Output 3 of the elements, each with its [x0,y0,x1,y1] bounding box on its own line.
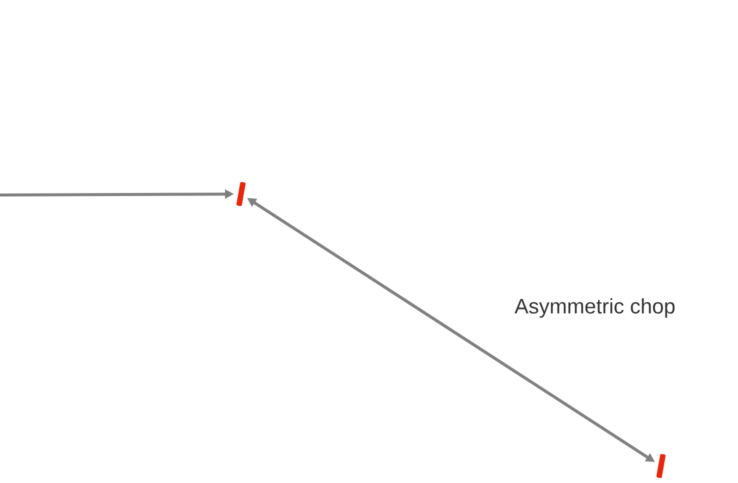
edge-label: Asymmetric chop [514,297,677,319]
bar-marker [236,182,246,206]
bar-marker [656,454,666,478]
